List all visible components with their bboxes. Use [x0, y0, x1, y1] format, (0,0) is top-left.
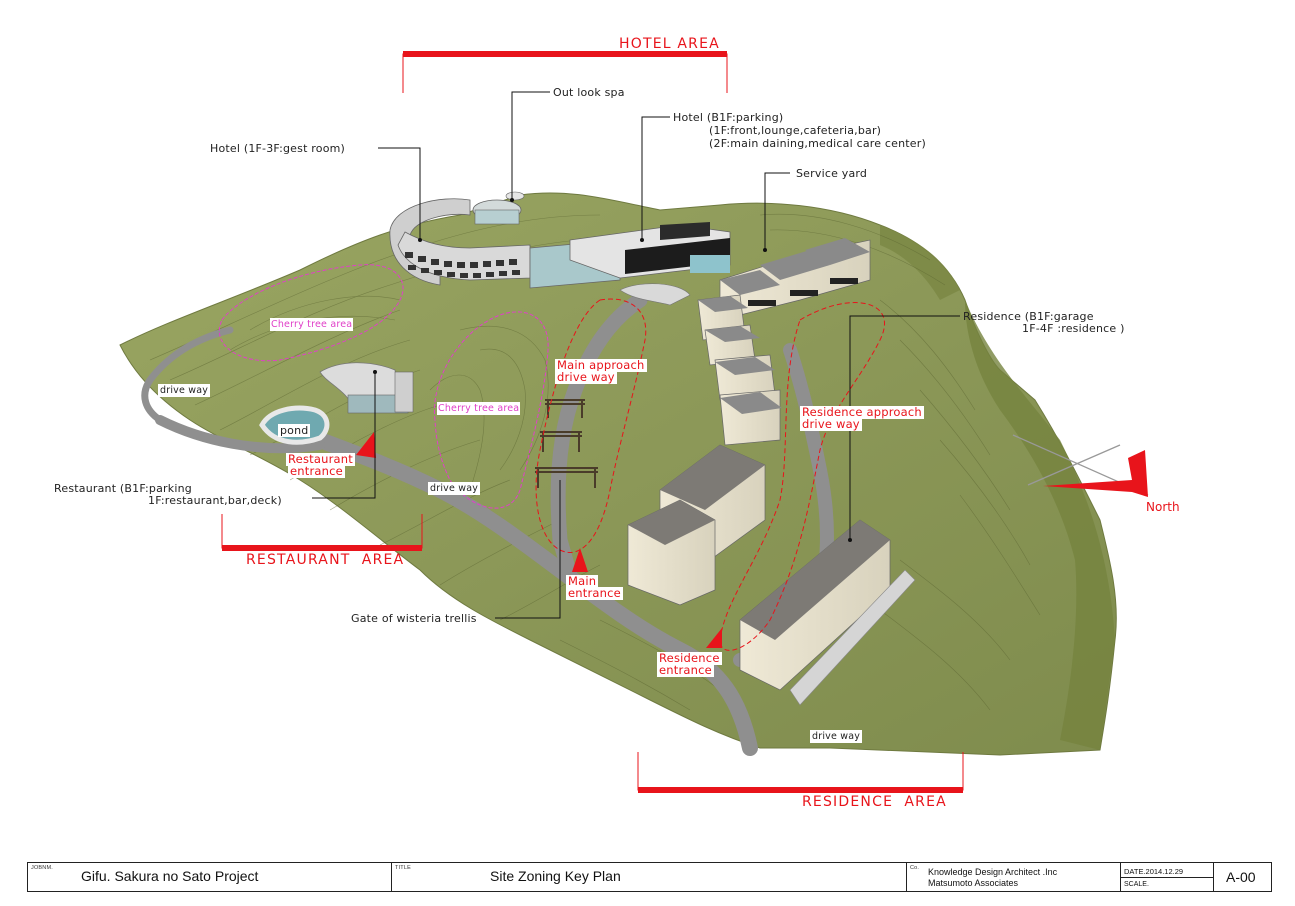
hotel-area-title: HOTEL AREA	[619, 36, 720, 52]
title-block-company: Co. Knowledge Design Architect .Inc Mats…	[907, 863, 1121, 891]
job-name: Gifu. Sakura no Sato Project	[81, 868, 259, 884]
label-main-approach-1: Main approach	[555, 358, 647, 372]
label-hotel-main-2: (1F:front,lounge,cafeteria,bar)	[709, 124, 882, 137]
date-value: DATE.2014.12.29	[1124, 867, 1184, 876]
label-drive-way-3: drive way	[810, 730, 863, 743]
approach-outlines	[535, 298, 886, 651]
wisteria-gates	[535, 399, 598, 488]
residence-buildings	[627, 238, 916, 706]
restaurant-area-title: RESTAURANT AREA	[246, 552, 405, 568]
label-hotel-main-3: (2F:main daining,medical care center)	[709, 137, 926, 150]
label-service-yard: Service yard	[796, 167, 868, 180]
title-block-title: TITLE Site Zoning Key Plan	[392, 863, 907, 891]
cherry-tree-outlines	[218, 264, 549, 509]
label-cherry-tree-2: Cherry tree area	[437, 402, 521, 415]
label-pond: pond	[278, 424, 311, 437]
terrain-edge	[965, 300, 1115, 750]
title-block: JOBNM. Gifu. Sakura no Sato Project TITL…	[27, 862, 1272, 892]
label-drive-way-1: drive way	[158, 384, 211, 397]
label-restaurant-entrance-2: entrance	[288, 464, 345, 478]
label-cherry-tree-1: Cherry tree area	[270, 318, 354, 331]
leader-dots	[373, 198, 852, 542]
scale-label: SCALE.	[1124, 881, 1149, 888]
leader-lines	[312, 91, 960, 619]
entrance-markers	[356, 432, 722, 648]
label-gate-wisteria: Gate of wisteria trellis	[351, 612, 477, 625]
drawing-title: Site Zoning Key Plan	[490, 868, 621, 884]
north-label: North	[1146, 500, 1180, 514]
title-block-job: JOBNM. Gifu. Sakura no Sato Project	[28, 863, 392, 891]
job-tag: JOBNM.	[31, 865, 53, 871]
area-brackets	[221, 51, 964, 793]
company-tag: Co.	[910, 865, 920, 871]
contour-lines	[149, 214, 1041, 711]
company-name-1: Knowledge Design Architect .Inc	[928, 867, 1058, 877]
label-hotel-guest-room: Hotel (1F-3F:gest room)	[210, 142, 346, 155]
residence-area-title: RESIDENCE AREA	[802, 794, 947, 810]
label-residence-1: Residence (B1F:garage	[963, 310, 1094, 323]
label-restaurant-entrance-1: Restaurant	[286, 452, 355, 466]
label-residence-approach-1: Residence approach	[800, 405, 924, 419]
restaurant-building	[319, 362, 414, 414]
label-residence-entrance-1: Residence	[657, 651, 722, 665]
sheet-number: A-00	[1226, 869, 1256, 885]
company-name-2: Matsumoto Associates	[928, 878, 1019, 888]
label-outlook-spa: Out look spa	[553, 86, 625, 99]
label-residence-2: 1F-4F :residence )	[1022, 322, 1125, 335]
title-tag: TITLE	[395, 865, 411, 871]
label-main-approach-2: drive way	[555, 370, 617, 384]
title-block-date-scale: DATE.2014.12.29 SCALE.	[1121, 863, 1214, 891]
label-drive-way-2: drive way	[428, 482, 481, 495]
hotel-guest-ring	[389, 191, 531, 286]
hotel-main-building	[529, 222, 731, 306]
label-main-entrance-2: entrance	[566, 586, 623, 600]
label-restaurant-2: 1F:restaurant,bar,deck)	[148, 494, 282, 507]
label-main-entrance-1: Main	[566, 574, 599, 588]
label-residence-approach-2: drive way	[800, 417, 862, 431]
label-residence-entrance-2: entrance	[657, 663, 714, 677]
title-block-sheet: A-00	[1214, 863, 1271, 891]
label-hotel-main-1: Hotel (B1F:parking)	[673, 111, 784, 124]
north-arrow-icon	[1012, 434, 1149, 497]
label-restaurant-1: Restaurant (B1F:parking	[54, 482, 192, 495]
